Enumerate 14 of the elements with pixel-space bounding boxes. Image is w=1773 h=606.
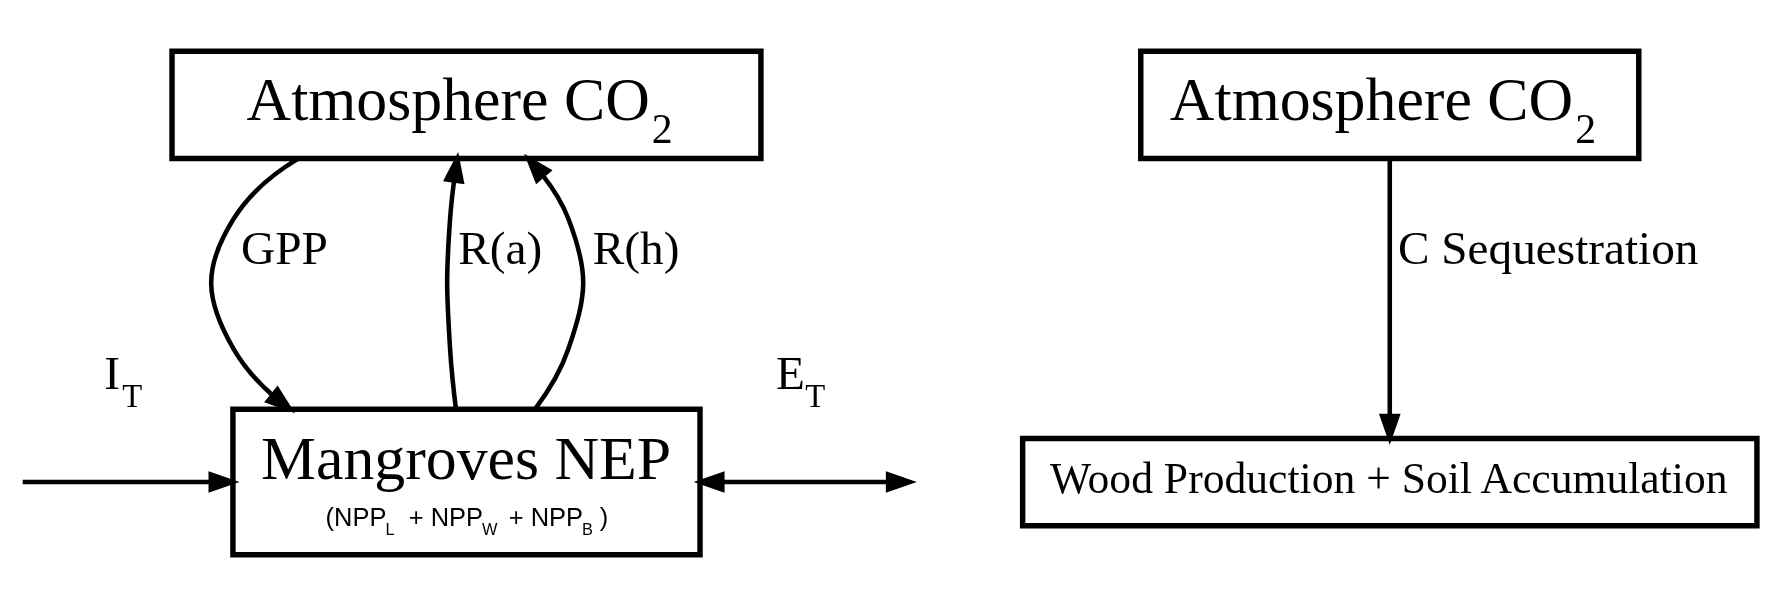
node-box: Wood Production + Soil Accumulation xyxy=(1019,435,1760,529)
edge-label: R(h) xyxy=(592,221,680,274)
arrow xyxy=(693,471,917,493)
edge-label: GPP xyxy=(241,221,328,274)
edge-label: C Sequestration xyxy=(1397,221,1699,274)
edge-label: E$_{T}$ xyxy=(776,346,826,414)
edge-label: R(a) xyxy=(458,221,543,274)
node-box: Atmosphere CO$_{2}$ xyxy=(169,48,764,162)
edge-label: I$_{T}$ xyxy=(104,346,143,414)
arrow xyxy=(1378,158,1401,445)
node-box: Mangroves NEP (NPP$_{L}$ + NPP$_{W}$ + NPP$_{B}$) xyxy=(230,406,703,558)
arrow xyxy=(443,152,465,410)
node-box: Atmosphere CO$_{2}$ xyxy=(1138,48,1642,162)
arrow xyxy=(22,471,240,493)
